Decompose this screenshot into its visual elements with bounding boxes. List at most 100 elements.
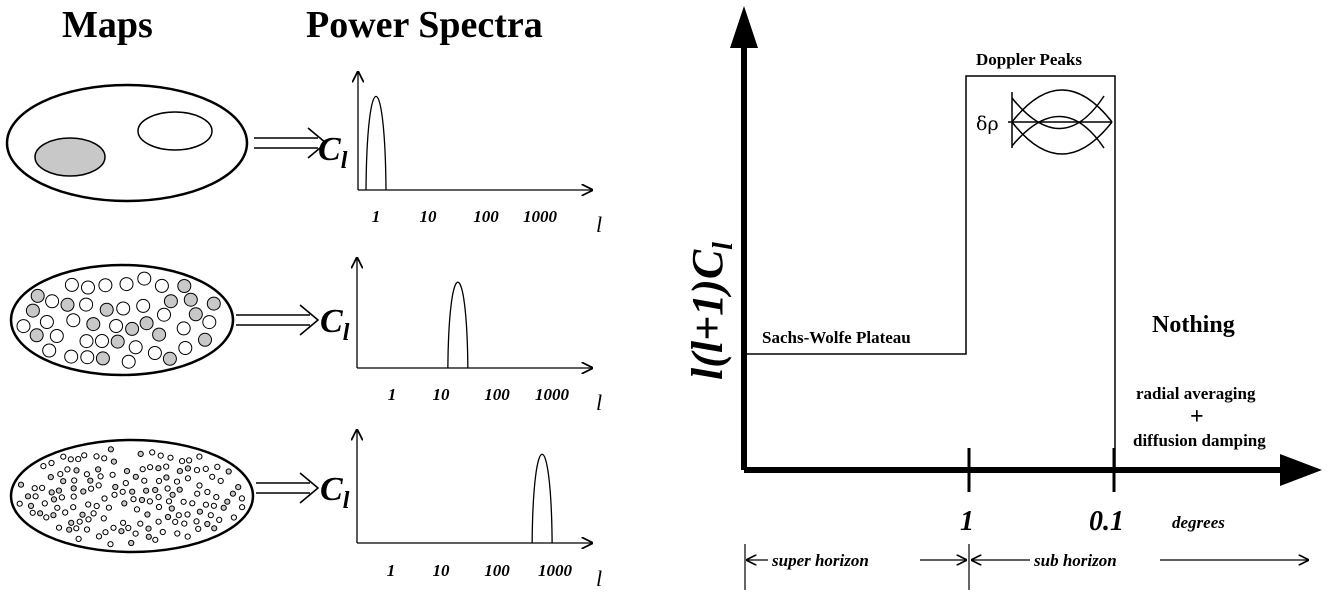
diffusion-damping-label: diffusion damping [1133, 431, 1266, 450]
map-spot [85, 501, 92, 508]
map-spot [30, 288, 45, 303]
map-spot [88, 485, 95, 492]
map-spot [136, 298, 151, 313]
map-spot [109, 471, 116, 478]
spectrum-x-label: l [596, 212, 602, 237]
map-small-scale [9, 438, 255, 554]
map-spot [152, 486, 159, 494]
plus-sign: + [1190, 404, 1204, 430]
map-spot [79, 511, 86, 518]
map-spot [193, 467, 201, 474]
map-spot [137, 520, 144, 527]
map-spot [130, 496, 137, 503]
map-spot [54, 504, 61, 511]
map-spot [178, 341, 193, 355]
map-spot [202, 315, 217, 330]
map-spot [239, 504, 246, 511]
map-spot [235, 484, 242, 491]
map-spot [71, 477, 78, 484]
implies-arrow-3 [256, 472, 320, 504]
map-spot [196, 508, 203, 515]
map-spot [196, 453, 203, 460]
map-spot [50, 496, 58, 503]
map-spot [125, 321, 140, 336]
map-spot [125, 524, 132, 532]
map-spot [68, 519, 75, 526]
spectrum-x-label: l [596, 390, 602, 415]
schematic-x-arrowhead [1280, 454, 1322, 486]
map-spot [188, 307, 203, 322]
map-spot [195, 525, 202, 533]
map-spot [70, 485, 77, 492]
map-spot [29, 328, 44, 343]
map-spot [193, 518, 200, 525]
map-spot [39, 484, 46, 491]
map-spot [112, 483, 119, 491]
map-spot [152, 327, 167, 342]
map-spot [48, 489, 55, 496]
map-spot [45, 294, 60, 309]
map-spot [73, 525, 80, 532]
map-spot [102, 529, 109, 536]
implies-arrow-2 [236, 304, 320, 336]
map-spot [79, 297, 94, 312]
spectrum-tick-label: 1000 [523, 207, 558, 226]
super-horizon-label: super horizon [771, 551, 869, 570]
map-spot [55, 487, 63, 494]
map-spot [75, 456, 82, 463]
map-spot [196, 482, 203, 489]
map-spot [163, 294, 178, 309]
map-spot [204, 488, 211, 496]
map-spot [119, 277, 134, 292]
schematic-plot: δρ l(l+1)Cl Doppler Peaks Sachs-Wolfe Pl… [683, 6, 1322, 590]
schematic-y-label: l(l+1)Cl [683, 242, 739, 380]
power-spectrum-step-curve [744, 75, 1116, 470]
map-spot [17, 481, 25, 488]
map-spot [179, 458, 186, 465]
map-spot [110, 334, 125, 349]
map-spot [216, 516, 223, 524]
map-spot [43, 514, 50, 521]
map-spot [121, 500, 128, 507]
map-spot [24, 493, 32, 500]
implies-arrow-1 [254, 127, 328, 159]
map-spot [155, 477, 163, 485]
map-spot [75, 535, 82, 543]
map-spot [202, 501, 209, 508]
map-spot [49, 329, 64, 343]
map-spot [229, 490, 236, 497]
map-spot [64, 277, 79, 292]
map-spot [67, 456, 74, 463]
map-spot [60, 478, 67, 485]
map-spot [173, 478, 181, 485]
map-spot [209, 473, 216, 480]
map-spot [149, 449, 156, 456]
map-spot [172, 518, 179, 526]
map-spot [176, 486, 183, 493]
map-spot [116, 301, 131, 316]
map-spot [163, 474, 170, 481]
spectrum-y-label: Cl [320, 471, 350, 514]
map-spot [41, 500, 48, 507]
map-spot [86, 317, 101, 332]
map-spot [143, 487, 150, 494]
map-spot [155, 465, 162, 472]
map-spot [210, 502, 217, 509]
map-spot [39, 315, 54, 329]
spectrum-y-label: Cl [318, 131, 348, 174]
map-spot [157, 307, 171, 322]
map-spot [60, 297, 75, 312]
map-spot [99, 302, 114, 317]
map-spot [159, 528, 166, 536]
map-spot [93, 453, 100, 460]
map-spot [165, 498, 173, 505]
map-spot [225, 468, 232, 475]
map-spot [95, 533, 103, 540]
oscillation-icon [1008, 89, 1113, 155]
map-spot [184, 475, 191, 482]
map-spot [64, 349, 79, 364]
map-spot [154, 278, 169, 293]
map-spot [174, 530, 181, 537]
map-spot [207, 512, 214, 519]
spectrum-tick-label: 1 [388, 385, 397, 404]
